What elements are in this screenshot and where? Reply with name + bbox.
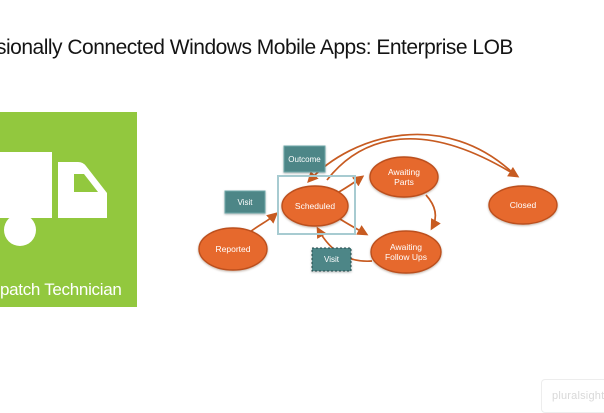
annotation-box-outcome: Outcome xyxy=(283,145,326,173)
state-label-awaiting-follow-ups-2: Follow Ups xyxy=(385,252,427,262)
scheduled-highlight-rect xyxy=(277,175,356,235)
tile-label: patch Technician xyxy=(0,280,122,299)
truck-icon xyxy=(0,152,107,246)
state-label-awaiting-parts-2: Parts xyxy=(394,177,414,187)
dispatch-technician-tile: patch Technician xyxy=(0,112,137,307)
pluralsight-watermark: pluralsighto xyxy=(541,379,604,413)
annotation-label-visit-bottom: Visit xyxy=(324,255,340,264)
arrow-scheduled-to-awaiting-follow-ups xyxy=(339,218,369,236)
state-node-awaiting-follow-ups xyxy=(370,230,442,274)
state-label-scheduled: Scheduled xyxy=(295,201,335,211)
arrow-scheduled-to-closed xyxy=(326,138,520,181)
state-label-reported: Reported xyxy=(216,244,251,254)
annotation-label-outcome: Outcome xyxy=(288,155,321,164)
state-node-awaiting-parts xyxy=(369,156,439,198)
annotation-box-visit-bottom: Visit xyxy=(311,247,352,272)
arrow-closed-to-scheduled xyxy=(307,133,516,184)
arrow-reported-to-scheduled xyxy=(249,212,279,233)
state-label-closed: Closed xyxy=(510,200,537,210)
annotation-label-visit-left: Visit xyxy=(238,198,254,207)
state-node-scheduled xyxy=(281,185,349,227)
arrow-awaiting-parts-to-awaiting-follow-ups xyxy=(425,194,441,231)
slide-title: sionally Connected Windows Mobile Apps: … xyxy=(0,36,513,59)
arrow-scheduled-to-awaiting-parts xyxy=(338,175,365,193)
annotation-box-visit-left: Visit xyxy=(224,190,266,214)
state-node-closed xyxy=(488,185,558,225)
state-label-awaiting-follow-ups-1: Awaiting xyxy=(390,242,422,252)
state-label-awaiting-parts-1: Awaiting xyxy=(388,167,420,177)
pluralsight-logo-text: pluralsight xyxy=(552,390,604,402)
state-node-reported xyxy=(198,227,268,271)
